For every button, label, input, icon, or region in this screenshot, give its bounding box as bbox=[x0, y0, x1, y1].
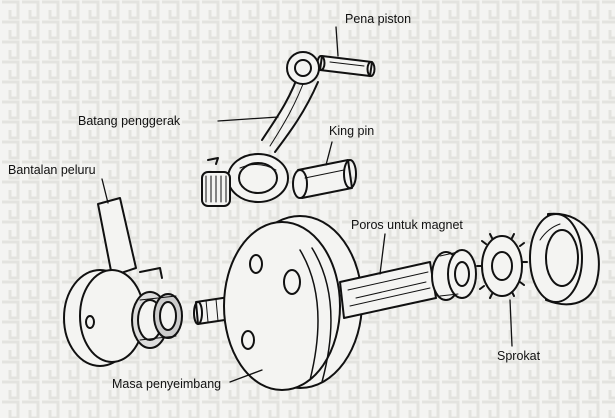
label-pena-piston: Pena piston bbox=[345, 12, 412, 26]
leader-bantalan-peluru bbox=[101, 178, 109, 204]
label-batang-penggerak: Batang penggerak bbox=[78, 114, 181, 128]
label-king-pin: King pin bbox=[329, 124, 375, 138]
left-bearing-assembly bbox=[63, 197, 183, 367]
leader-masa-penyeimbang bbox=[229, 369, 263, 383]
king-pin bbox=[292, 159, 357, 199]
leader-lines bbox=[101, 26, 513, 383]
label-bantalan-peluru: Bantalan peluru bbox=[8, 163, 96, 177]
shaft-bearing bbox=[431, 249, 477, 301]
leader-sprokat bbox=[509, 299, 513, 347]
magnet-shaft bbox=[339, 261, 437, 319]
label-sprokat: Sprokat bbox=[497, 349, 541, 363]
connecting-rod bbox=[227, 51, 320, 203]
label-poros-untuk-magnet: Poros untuk magnet bbox=[351, 218, 463, 232]
leader-pena-piston bbox=[335, 26, 339, 57]
label-masa-penyeimbang: Masa penyeimbang bbox=[112, 377, 222, 391]
leader-poros-magnet bbox=[379, 233, 386, 275]
leader-batang-penggerak bbox=[217, 116, 279, 122]
sprocket bbox=[476, 233, 528, 299]
end-cover bbox=[529, 212, 600, 306]
counterweight-flywheel bbox=[193, 215, 363, 391]
leader-king-pin bbox=[325, 141, 333, 166]
piston-pin bbox=[316, 55, 376, 77]
small-needle-bearing bbox=[201, 157, 231, 207]
